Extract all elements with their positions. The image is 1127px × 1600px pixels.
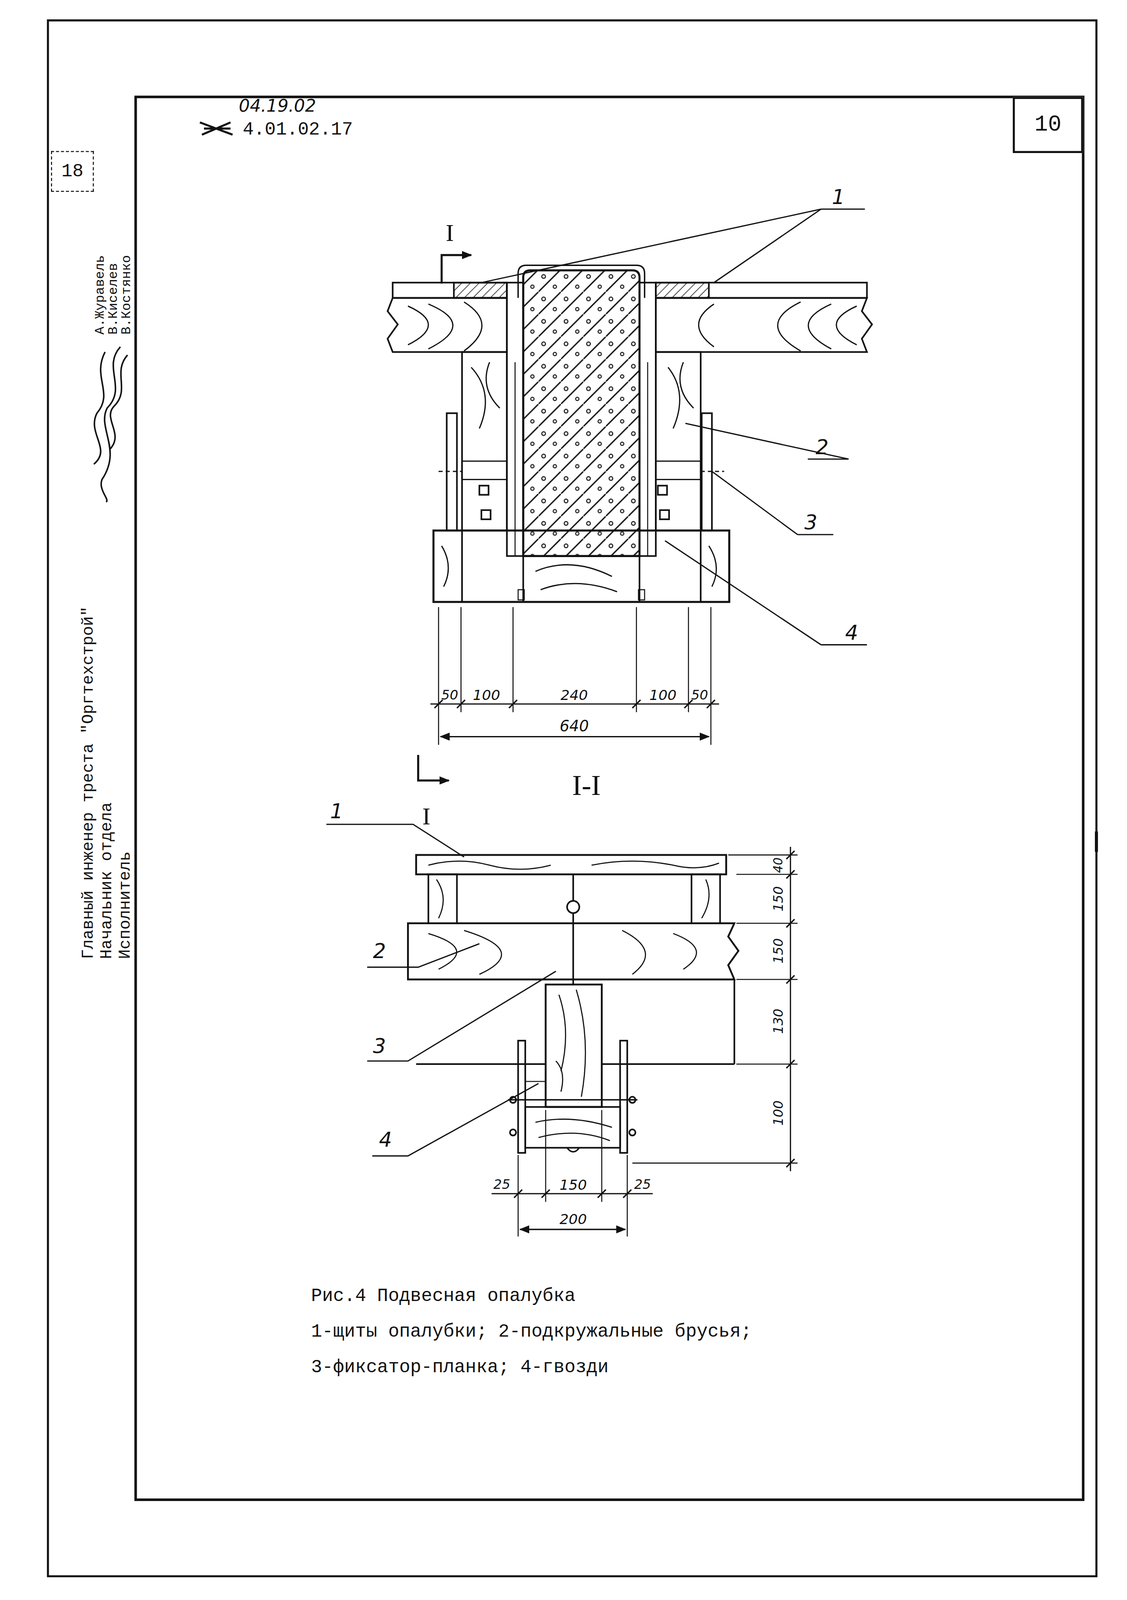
callout-number: 4 (845, 621, 859, 643)
callout-number: 1 (832, 186, 846, 208)
dimension: 100 (771, 1100, 785, 1126)
callout-number: 3 (804, 512, 818, 533)
dimension: 150 (771, 885, 785, 912)
dimension: 25 (493, 1177, 510, 1191)
section-title: I-I (572, 770, 601, 800)
callout-number: 2 (815, 436, 829, 457)
section-mark: I (422, 803, 431, 829)
dimension: 50 (691, 687, 709, 702)
title-block-name: А.Журавель (93, 254, 107, 335)
dimension: 100 (472, 687, 501, 702)
title-block-role: Начальник отдела (98, 802, 116, 959)
callout-number: 4 (378, 1129, 393, 1150)
dimension: 100 (649, 687, 677, 702)
callout-number: 1 (330, 800, 344, 822)
dimension: 50 (441, 687, 459, 702)
document-code: 4.01.02.17 (242, 120, 353, 139)
dimension: 640 (559, 718, 589, 735)
dimension: 130 (771, 1008, 785, 1034)
figure-caption: Рис.4 Подвесная опалубка (311, 1286, 576, 1305)
dimension: 150 (559, 1177, 587, 1192)
sheet-number-box: 10 (1012, 96, 1084, 153)
callout-number: 2 (372, 940, 386, 961)
box-text: 10 (1034, 113, 1062, 137)
title-block-role: Главный инженер треста "Оргтехстрой" (80, 606, 97, 959)
drawing-number: 04.19.02 (238, 97, 317, 115)
title-block-name: В.Костянко (119, 254, 134, 335)
section-mark: I (445, 220, 455, 245)
title-block-name: В.Киселев (106, 262, 120, 335)
dimension: 150 (771, 937, 785, 964)
dimension: 240 (560, 687, 588, 702)
dimension: 200 (559, 1211, 587, 1226)
dimension: 25 (634, 1177, 651, 1191)
callout-number: 3 (372, 1035, 386, 1056)
dimension: 40 (772, 857, 785, 873)
parts-list: 3-фиксатор-планка; 4-гвозди (311, 1357, 609, 1376)
box-text: 18 (61, 162, 84, 181)
title-block-role: Исполнитель (117, 850, 134, 959)
parts-list: 1-щиты опалубки; 2-подкружальные брусья; (311, 1321, 753, 1341)
page-number-box: 18 (50, 150, 94, 192)
